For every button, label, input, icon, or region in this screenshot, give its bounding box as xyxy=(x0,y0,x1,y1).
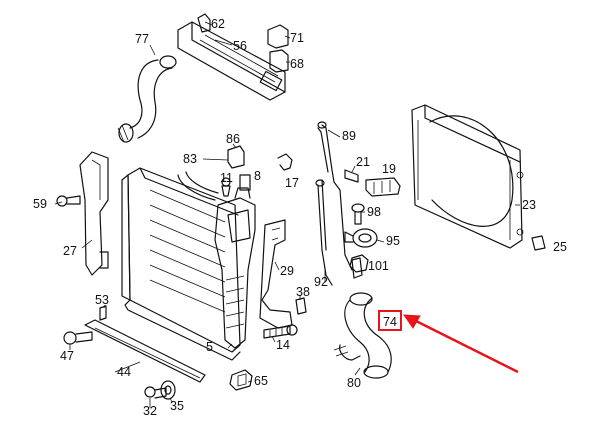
expansion-tank xyxy=(214,187,256,349)
lower-hose xyxy=(333,292,392,379)
callout-98: 98 xyxy=(367,205,381,219)
callout-17: 17 xyxy=(285,176,299,190)
clamp-95 xyxy=(344,228,378,248)
callout-86: 86 xyxy=(226,132,240,146)
highlight-box-74 xyxy=(378,310,402,331)
bolt-59 xyxy=(56,195,81,207)
callout-53: 53 xyxy=(95,293,109,307)
callout-32: 32 xyxy=(143,404,157,418)
callout-56: 56 xyxy=(233,39,247,53)
callout-74: 74 xyxy=(383,315,397,329)
small-fittings xyxy=(221,153,293,197)
callout-19: 19 xyxy=(382,162,396,176)
pipe-89 xyxy=(317,121,353,271)
sensor-19 xyxy=(365,177,401,197)
bolt-32-washer-35 xyxy=(144,380,176,400)
callout-47: 47 xyxy=(60,349,74,363)
strip-53 xyxy=(99,305,107,321)
clips-71-68 xyxy=(267,24,289,73)
callout-29: 29 xyxy=(280,264,294,278)
overflow-hose xyxy=(177,171,219,201)
bolt-14 xyxy=(263,324,298,339)
callout-5: 5 xyxy=(206,340,213,354)
top-cover-strip xyxy=(177,21,286,101)
callout-27: 27 xyxy=(63,244,77,258)
nut-101 xyxy=(349,254,369,273)
callout-44: 44 xyxy=(117,365,131,379)
leader-lines xyxy=(54,21,520,408)
callout-59: 59 xyxy=(33,197,47,211)
callout-14: 14 xyxy=(276,338,290,352)
screw-98 xyxy=(351,203,365,225)
highlight-annotation xyxy=(378,310,519,374)
radiator-core xyxy=(121,167,241,361)
highlight-arrow-line xyxy=(409,316,519,374)
callout-23: 23 xyxy=(522,198,536,212)
highlight-arrow-head xyxy=(403,314,421,329)
upper-hose xyxy=(117,55,177,143)
callout-101: 101 xyxy=(368,259,389,273)
callout-25: 25 xyxy=(553,240,567,254)
callout-8: 8 xyxy=(254,169,261,183)
clip-38 xyxy=(295,297,307,315)
callout-21: 21 xyxy=(356,155,370,169)
callout-95: 95 xyxy=(386,234,400,248)
callout-71: 71 xyxy=(290,31,304,45)
callout-68: 68 xyxy=(290,57,304,71)
clip-25 xyxy=(531,235,546,251)
callout-35: 35 xyxy=(170,399,184,413)
bracket-29 xyxy=(259,219,293,329)
callout-80: 80 xyxy=(347,376,361,390)
left-bracket xyxy=(79,151,109,276)
mount-65 xyxy=(229,369,253,391)
clip-21 xyxy=(344,169,359,183)
callout-38: 38 xyxy=(296,285,310,299)
bolt-47 xyxy=(63,331,93,345)
callout-11: 11 xyxy=(220,171,233,185)
callout-83: 83 xyxy=(183,152,197,166)
callout-89: 89 xyxy=(342,129,356,143)
clip-62 xyxy=(197,13,211,33)
callout-65: 65 xyxy=(254,374,268,388)
lower-strip xyxy=(84,319,206,383)
callout-77: 77 xyxy=(135,32,149,46)
fan-shroud xyxy=(411,104,524,249)
callout-labels: 62 77 56 71 68 86 89 83 21 19 11 8 17 59… xyxy=(33,17,567,418)
pipe-92 xyxy=(315,179,363,286)
callout-62: 62 xyxy=(211,17,225,31)
callout-92: 92 xyxy=(314,275,328,289)
cap-86 xyxy=(227,145,245,169)
